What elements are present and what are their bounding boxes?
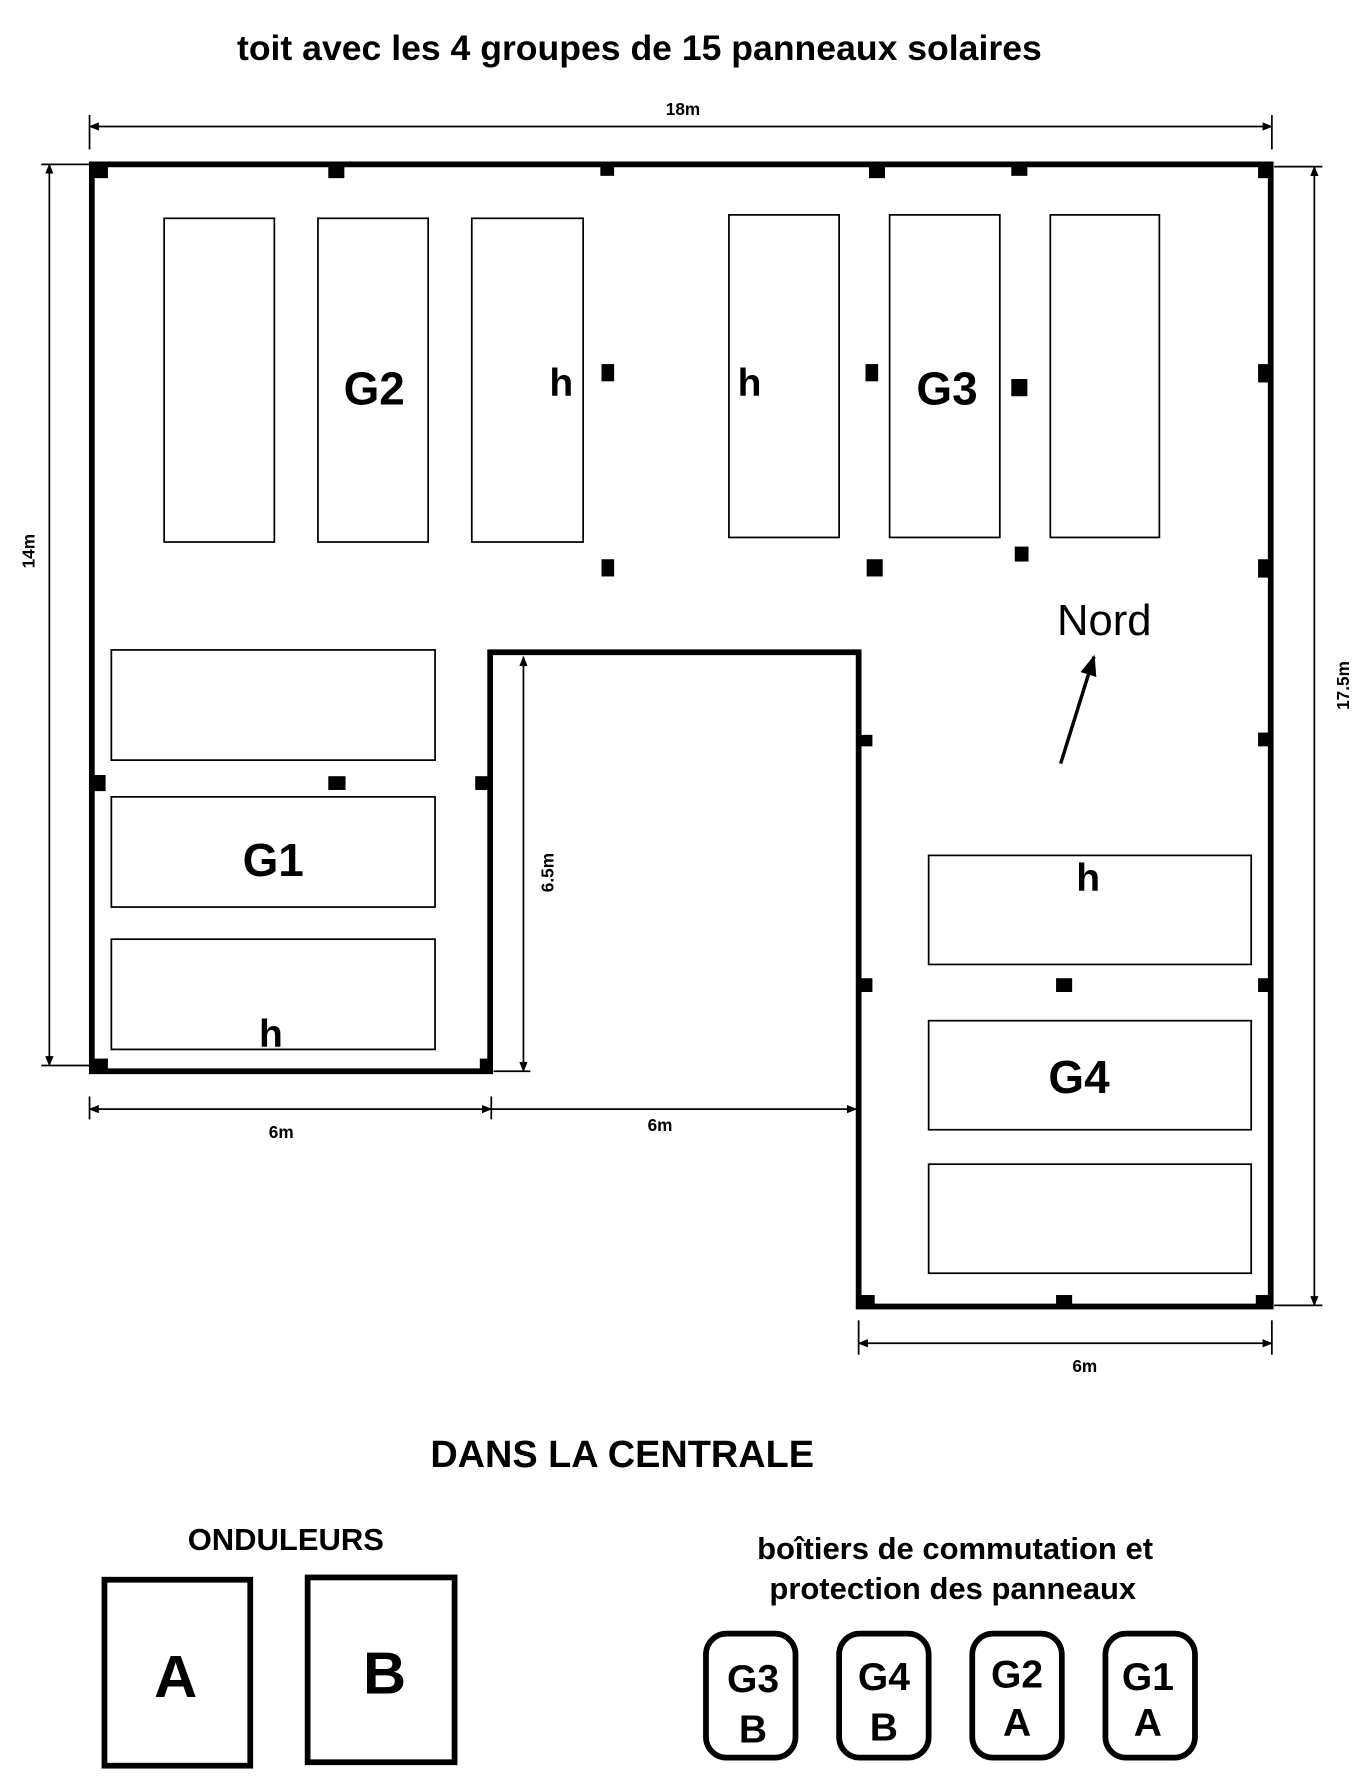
inverter-b: B bbox=[304, 1574, 458, 1766]
inverter-label: B bbox=[363, 1639, 406, 1706]
h-label: h bbox=[259, 1013, 283, 1056]
switch-box-g2: G2 A bbox=[969, 1630, 1065, 1761]
dimension-label: 6.5m bbox=[537, 853, 557, 892]
box-inverter-label: A bbox=[1003, 1702, 1031, 1745]
panel-group-g3: G3 h bbox=[728, 214, 1161, 539]
centrale-title: DANS LA CENTRALE bbox=[430, 1434, 814, 1476]
dimension-left: 14m bbox=[18, 163, 90, 1067]
dimension-right: 17.5m bbox=[1274, 165, 1353, 1307]
inverter-label: A bbox=[154, 1643, 197, 1710]
panel-group-g2: G2 h bbox=[163, 217, 584, 543]
dimension-label: 17.5m bbox=[1333, 661, 1353, 710]
north-label: Nord bbox=[1057, 597, 1152, 645]
switch-box-g4: G4 B bbox=[836, 1630, 932, 1761]
dimension-label: 14m bbox=[18, 534, 38, 568]
dimension-label: 6m bbox=[1072, 1356, 1097, 1376]
group-label: G4 bbox=[1048, 1051, 1110, 1103]
roof-outline bbox=[88, 161, 1274, 1310]
dimension-inner: 6.5m bbox=[493, 655, 557, 1073]
box-group-label: G2 bbox=[991, 1654, 1043, 1697]
panel-group-g4: G4 h bbox=[927, 854, 1253, 1275]
north-arrow-icon bbox=[1059, 654, 1097, 765]
box-group-label: G3 bbox=[727, 1658, 779, 1701]
group-label: G3 bbox=[916, 362, 977, 414]
roof-posts bbox=[94, 166, 1270, 1309]
boxes-title-line1: boîtiers de commutation et bbox=[757, 1531, 1153, 1566]
box-group-label: G1 bbox=[1122, 1656, 1174, 1699]
inverter-a: A bbox=[101, 1576, 254, 1769]
dimension-label: 6m bbox=[269, 1122, 294, 1142]
group-label: G1 bbox=[243, 834, 304, 886]
h-label: h bbox=[738, 362, 762, 405]
group-label: G2 bbox=[344, 362, 405, 414]
inverters-title: ONDULEURS bbox=[188, 1522, 384, 1557]
boxes-title-line2: protection des panneaux bbox=[769, 1571, 1136, 1606]
box-inverter-label: B bbox=[870, 1706, 898, 1749]
h-label: h bbox=[1076, 857, 1100, 900]
panel-group-g1: G1 h bbox=[110, 649, 436, 1056]
switch-box-g3: G3 B bbox=[703, 1630, 799, 1761]
dimension-label: 18m bbox=[666, 99, 700, 119]
box-inverter-label: A bbox=[1134, 1702, 1162, 1745]
page-title: toit avec les 4 groupes de 15 panneaux s… bbox=[237, 28, 1042, 68]
north-indicator: Nord bbox=[1057, 597, 1152, 765]
dimension-bottom: 6m 6m 6m bbox=[88, 1096, 1273, 1376]
switch-box-g1: G1 A bbox=[1102, 1630, 1198, 1761]
box-group-label: G4 bbox=[858, 1656, 910, 1699]
box-inverter-label: B bbox=[739, 1709, 767, 1752]
dimension-top: 18m bbox=[88, 99, 1273, 150]
dimension-label: 6m bbox=[648, 1115, 673, 1135]
h-label: h bbox=[549, 362, 573, 405]
